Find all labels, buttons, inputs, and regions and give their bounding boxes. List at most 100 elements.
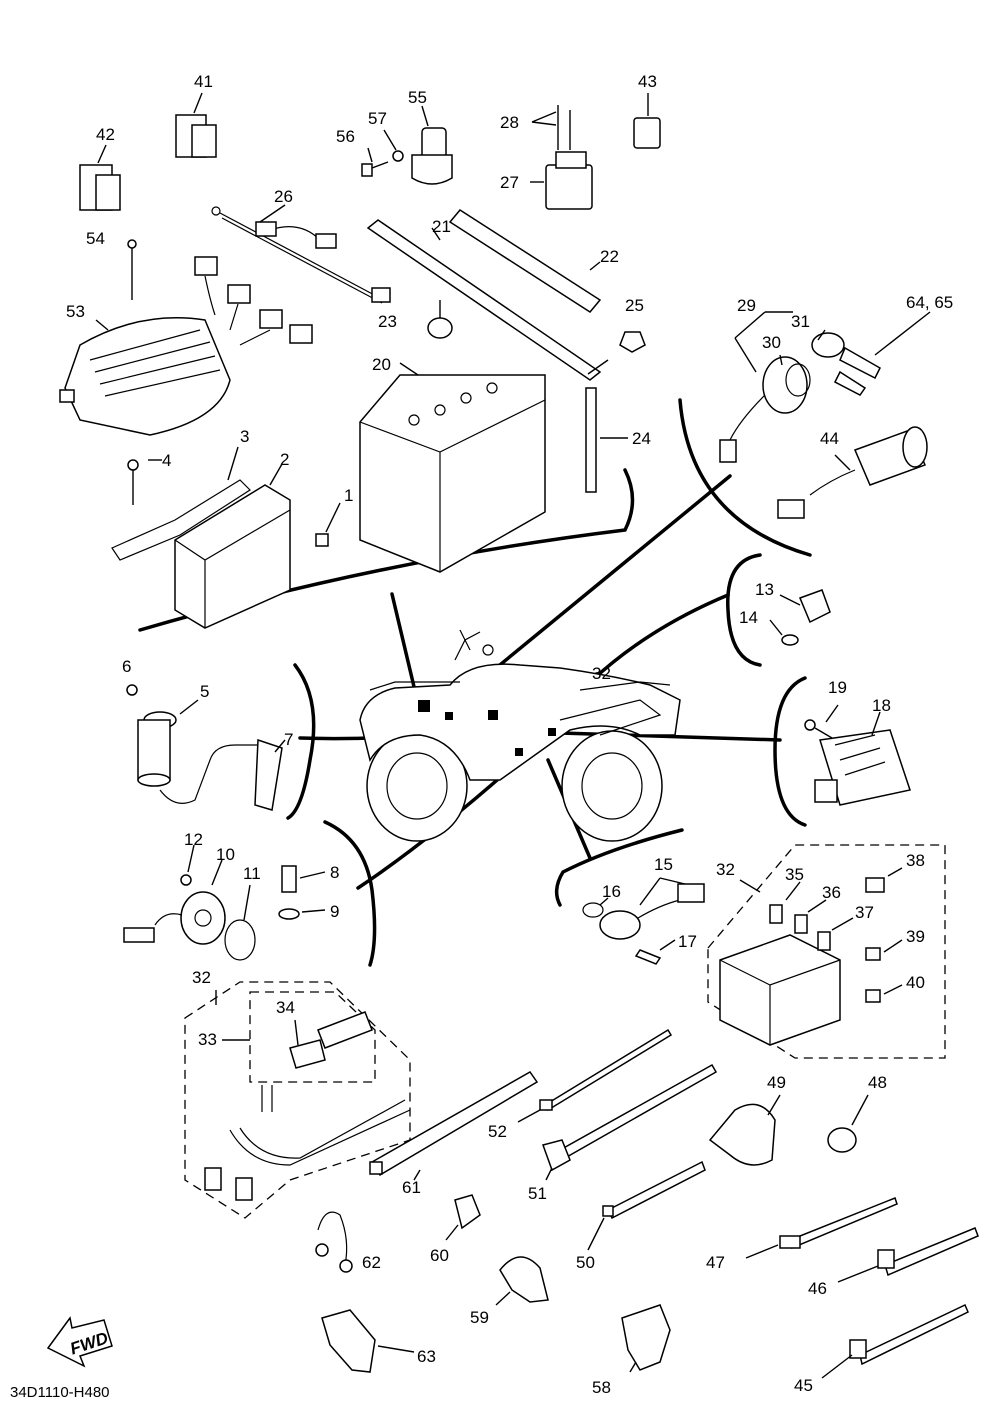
callout-23: 23 <box>378 312 397 331</box>
callout-43: 43 <box>638 72 657 91</box>
fwd-arrow-icon: FWD <box>46 1316 113 1368</box>
callout-labels: 1 2 3 4 5 6 7 8 9 10 11 12 13 14 15 16 1… <box>66 72 953 1397</box>
relay-41 <box>175 92 217 158</box>
callout-32-vehicle: 32 <box>592 664 611 683</box>
starter-relay-27 <box>530 105 593 210</box>
cable-tie-45 <box>821 1303 969 1379</box>
diagram-code: 34D1110-H480 <box>10 1384 110 1401</box>
clamp-58 <box>621 1304 671 1373</box>
clamp-63 <box>321 1309 415 1373</box>
fuse-box-32 <box>707 844 946 1059</box>
cable-tie-47 <box>745 1197 898 1259</box>
callout-61: 61 <box>402 1178 421 1197</box>
callout-50: 50 <box>576 1253 595 1272</box>
callout-20: 20 <box>372 355 391 374</box>
callout-29: 29 <box>737 296 756 315</box>
vehicle-marker-a <box>418 700 430 712</box>
callout-40: 40 <box>906 973 925 992</box>
callout-47: 47 <box>706 1253 725 1272</box>
relay-42 <box>79 144 121 211</box>
callout-22: 22 <box>600 247 619 266</box>
callout-16: 16 <box>602 882 621 901</box>
callout-17: 17 <box>678 932 697 951</box>
callout-5: 5 <box>200 682 209 701</box>
vehicle-marker-c <box>488 710 498 720</box>
vehicle-marker-d <box>515 748 523 756</box>
atv-vehicle <box>359 629 681 842</box>
callout-11: 11 <box>243 864 261 883</box>
callout-38: 38 <box>906 851 925 870</box>
callout-51: 51 <box>528 1184 547 1203</box>
callout-8: 8 <box>330 863 339 882</box>
clip-62 <box>315 1211 353 1273</box>
callout-19: 19 <box>828 678 847 697</box>
callout-26: 26 <box>274 187 293 206</box>
socket-44 <box>777 426 928 519</box>
callout-41: 41 <box>194 72 213 91</box>
callout-25: 25 <box>625 296 644 315</box>
callout-12: 12 <box>184 830 203 849</box>
callout-13: 13 <box>755 580 774 599</box>
callout-21: 21 <box>432 217 451 236</box>
main-switch-30 <box>719 311 931 463</box>
callout-54: 54 <box>86 229 105 248</box>
callout-31: 31 <box>791 312 810 331</box>
battery-band-21 <box>366 209 646 493</box>
callout-35: 35 <box>785 865 804 884</box>
callout-57: 57 <box>368 109 387 128</box>
callout-37: 37 <box>855 903 874 922</box>
sensor-13 <box>769 589 831 646</box>
callout-34: 34 <box>276 998 295 1017</box>
callout-59: 59 <box>470 1308 489 1327</box>
clip-60 <box>445 1194 481 1241</box>
ignition-coil-5 <box>126 684 286 811</box>
cable-tie-50 <box>587 1160 706 1251</box>
sensor-55 <box>361 105 453 185</box>
vehicle-marker-e <box>548 728 556 736</box>
cdi-2 <box>111 446 341 629</box>
callout-32-harness: 32 <box>192 968 211 987</box>
callout-53: 53 <box>66 302 85 321</box>
callout-36: 36 <box>822 883 841 902</box>
cable-tie-52 <box>517 1028 673 1123</box>
callout-6: 6 <box>122 657 131 676</box>
callout-52: 52 <box>488 1122 507 1141</box>
callout-46: 46 <box>808 1279 827 1298</box>
clamp-59 <box>495 1256 549 1306</box>
cable-tie-46 <box>837 1227 979 1283</box>
callout-10: 10 <box>216 845 235 864</box>
rectifier-18 <box>804 704 911 806</box>
callout-49: 49 <box>767 1073 786 1092</box>
callout-39: 39 <box>906 927 925 946</box>
battery-20 <box>359 362 546 573</box>
callout-2: 2 <box>280 450 289 469</box>
switch-8 <box>278 865 326 920</box>
sensor-15 <box>582 877 705 965</box>
cable-tie-51 <box>542 1063 718 1181</box>
callout-63: 63 <box>417 1347 436 1366</box>
callout-56: 56 <box>336 127 355 146</box>
callout-27: 27 <box>500 173 519 192</box>
callout-32-fusebox: 32 <box>716 860 735 879</box>
callout-44: 44 <box>820 429 839 448</box>
clamp-48 <box>827 1094 869 1153</box>
callout-9: 9 <box>330 902 339 921</box>
cable-tie-61 <box>369 1071 539 1181</box>
clamp-49 <box>708 1094 781 1166</box>
wire-26 <box>211 204 391 304</box>
callout-1: 1 <box>344 486 353 505</box>
callout-55: 55 <box>408 88 427 107</box>
callout-42: 42 <box>96 125 115 144</box>
callout-62: 62 <box>362 1253 381 1272</box>
callout-48: 48 <box>868 1073 887 1092</box>
callout-24: 24 <box>632 429 651 448</box>
callout-14: 14 <box>739 608 758 627</box>
wire-harness-32 <box>184 981 411 1219</box>
callout-30: 30 <box>762 333 781 352</box>
callout-4: 4 <box>162 451 171 470</box>
sensor-10 <box>123 844 256 961</box>
callout-28: 28 <box>500 113 519 132</box>
callout-3: 3 <box>240 427 249 446</box>
callout-33: 33 <box>198 1030 217 1049</box>
